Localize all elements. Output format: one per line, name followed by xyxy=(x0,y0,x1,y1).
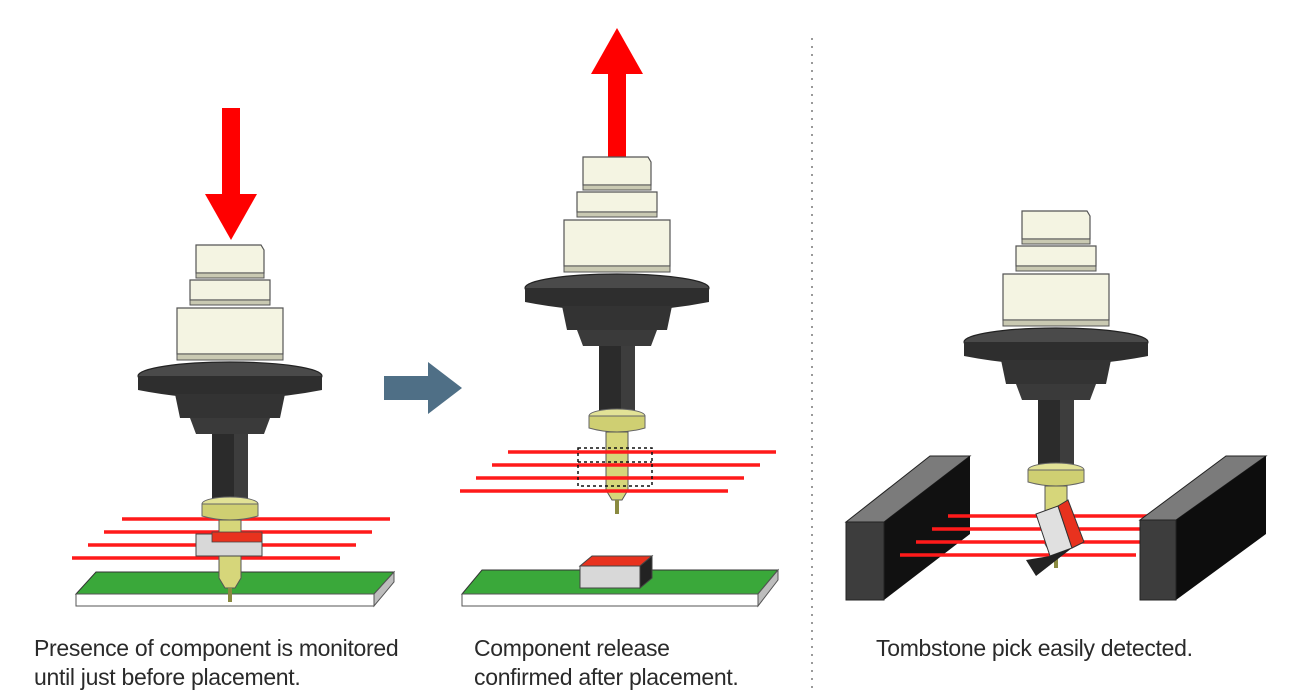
caption-line: until just before placement. xyxy=(34,664,301,690)
placed-component xyxy=(578,554,654,590)
empty-detection-zone xyxy=(577,447,653,487)
caption-panel-2: Component release confirmed after placem… xyxy=(474,634,739,692)
right-arrow-icon xyxy=(384,362,462,414)
panel-2-release xyxy=(460,28,780,608)
caption-line: Tombstone pick easily detected. xyxy=(876,635,1193,661)
sensor-block-left xyxy=(844,455,972,601)
panel-1-placement xyxy=(72,108,396,608)
caption-line: Presence of component is monitored xyxy=(34,635,399,661)
caption-line: confirmed after placement. xyxy=(474,664,739,690)
laser-beams-2 xyxy=(460,450,776,493)
nozzle-2 xyxy=(524,156,710,515)
caption-line: Component release xyxy=(474,635,670,661)
panel-3-tombstone xyxy=(844,210,1268,601)
sensor-block-right xyxy=(1138,455,1268,601)
caption-panel-1: Presence of component is monitored until… xyxy=(34,634,399,692)
component-1 xyxy=(195,531,263,557)
up-arrow-icon xyxy=(591,28,643,160)
caption-panel-3: Tombstone pick easily detected. xyxy=(876,634,1193,663)
tombstone-component xyxy=(1026,499,1085,576)
down-arrow-icon xyxy=(205,108,257,240)
